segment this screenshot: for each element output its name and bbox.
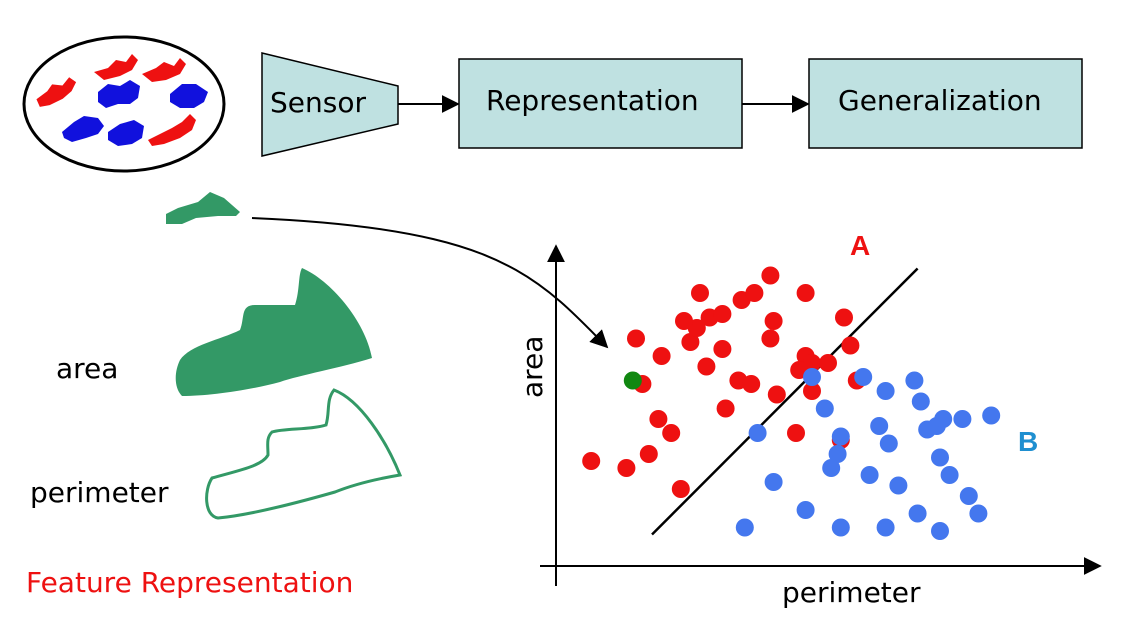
sensor-trapezoid [261,52,399,157]
small-green-object [166,192,240,224]
blue-object [98,80,140,108]
object-population [22,35,226,173]
class-a-point [716,399,735,418]
class-a-point [803,382,821,400]
class-b-point [870,417,889,435]
x-axis-label: perimeter [782,576,921,609]
class-a-point [796,284,815,302]
class-b-point [879,434,898,453]
class-a-point [582,452,601,470]
y-axis-label: area [516,336,549,398]
class-b-point [860,466,879,484]
class-b-point [908,504,927,523]
class-a-point [681,333,700,351]
class-b-point [982,406,1001,425]
decision-boundary [651,267,919,536]
class-b-point [876,382,895,400]
class-b-point [889,476,908,495]
blue-object [108,120,144,146]
class-b-point [876,518,895,537]
feature-representation-caption: Feature Representation [26,566,354,599]
class-a-point [617,459,636,477]
class-b-point [796,501,815,519]
class-b-point [959,487,978,505]
class-b-label: B [1018,426,1038,457]
class-a-point [713,340,732,358]
sample-point [623,371,642,390]
class-b-point [934,410,953,428]
class-b-point [931,522,949,540]
perimeter-label: perimeter [30,476,169,509]
blue-object [62,116,104,142]
class-b-point [831,518,850,537]
class-a-point [662,424,681,442]
generalization-label: Generalization [838,84,1042,117]
class-b-point [748,424,767,442]
class-a-point [835,308,853,327]
red-object [148,114,196,146]
red-object [36,77,77,107]
class-a-point [691,284,709,302]
class-b-point [940,466,959,484]
class-a-label: A [850,230,870,261]
representation-box [458,58,743,149]
area-shape [175,268,372,396]
class-b-point [828,445,847,463]
scatter-points [582,266,1001,540]
class-b-point [969,504,988,523]
class-a-point [649,410,668,428]
representation-label: Representation [486,84,699,117]
class-b-point [931,448,949,467]
sensor-label: Sensor [270,86,366,119]
class-a-point [841,336,860,355]
class-b-point [854,368,873,386]
class-a-point [652,347,671,365]
class-b-point [803,368,821,386]
class-b-point [815,399,834,418]
class-a-point [671,480,690,498]
class-a-point [767,385,786,404]
class-b-point [764,473,783,491]
generalization-box [808,58,1083,149]
class-a-point [787,424,805,442]
class-b-point [822,459,841,477]
class-a-point [761,266,780,285]
class-a-point [764,312,783,330]
class-b-point [905,371,924,390]
class-a-point [761,329,780,348]
class-a-point [745,284,764,302]
class-a-point [819,354,837,372]
class-a-point [697,357,716,376]
blue-object [170,84,208,108]
red-object [94,54,138,80]
class-b-point [953,410,972,428]
class-b-point [831,427,850,446]
class-a-point [742,375,761,393]
mapping-arrow [251,217,609,349]
class-b-point [735,518,754,537]
area-label: area [56,352,119,385]
class-b-point [911,392,930,411]
class-a-point [675,312,693,330]
perimeter-shape [205,388,403,520]
class-a-point [627,329,645,348]
class-a-point [639,445,658,463]
class-a-point [713,305,732,323]
red-object [142,58,186,82]
